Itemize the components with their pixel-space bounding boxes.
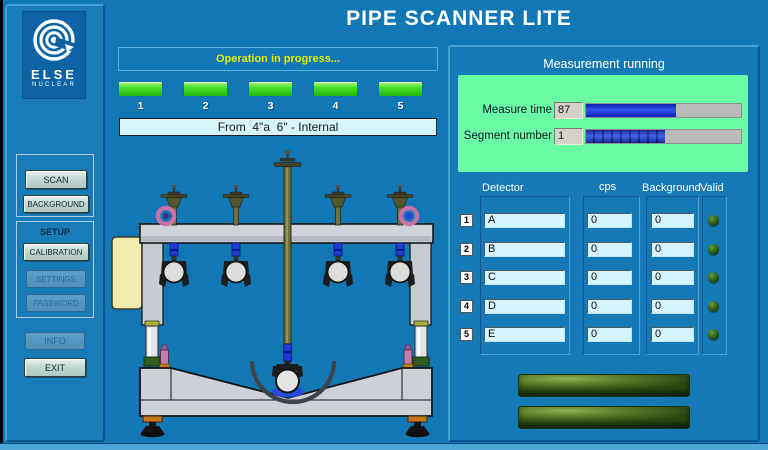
indicator-bar-1 bbox=[518, 374, 690, 397]
cps-value: 0 bbox=[587, 242, 632, 257]
measurement-status-box: Measure time 87 Segment number 1 bbox=[458, 75, 748, 172]
segment-number-label: 5 bbox=[397, 100, 404, 112]
machine-eye-rings bbox=[155, 205, 420, 227]
background-value: 0 bbox=[651, 299, 694, 314]
valid-led-icon bbox=[708, 301, 719, 312]
segment-number-progressbar bbox=[585, 129, 742, 144]
calibration-button[interactable]: CALIBRATION bbox=[23, 243, 89, 261]
range-display: From 4"a 6" - Internal bbox=[119, 118, 437, 136]
valid-led-icon bbox=[708, 215, 719, 226]
exit-button[interactable]: EXIT bbox=[24, 358, 86, 377]
detector-row-number: 5 bbox=[460, 328, 473, 341]
segment-number-progress-fill bbox=[586, 130, 666, 143]
detector-row-number: 1 bbox=[460, 214, 473, 227]
valid-led-icon bbox=[708, 244, 719, 255]
cps-value: 0 bbox=[587, 327, 632, 342]
valid-led-icon bbox=[708, 272, 719, 283]
logo-subtext: NUCLEAR bbox=[31, 82, 77, 88]
cps-value: 0 bbox=[587, 213, 632, 228]
valid-led-icon bbox=[708, 329, 719, 340]
password-button[interactable]: PASSWORD bbox=[26, 294, 86, 312]
page-title: PIPE SCANNER LITE bbox=[346, 7, 572, 30]
measure-time-progressbar bbox=[585, 103, 742, 118]
detector-row-number: 3 bbox=[460, 271, 473, 284]
background-column-header: Background bbox=[642, 182, 701, 194]
machine-center-detector bbox=[249, 360, 337, 405]
status-message-box: Operation in progress... bbox=[118, 47, 438, 71]
window-bottom-strip bbox=[0, 443, 768, 450]
measurement-panel: Measurement running Measure time 87 Segm… bbox=[448, 45, 760, 442]
machine-side-box bbox=[111, 236, 143, 310]
segment-led-icon-1 bbox=[118, 81, 163, 97]
machine-center-stem bbox=[273, 150, 302, 367]
segment-number-value: 1 bbox=[554, 128, 583, 145]
background-column-frame bbox=[646, 196, 699, 355]
segment-number-label: 1 bbox=[137, 100, 144, 112]
background-button[interactable]: BACKGROUND bbox=[23, 195, 89, 213]
segment-number-label: 2 bbox=[202, 100, 209, 112]
window-left-edge bbox=[0, 0, 3, 443]
valid-column-header: Valid bbox=[700, 182, 724, 194]
valid-column-frame bbox=[702, 196, 727, 355]
measurement-panel-title: Measurement running bbox=[543, 57, 665, 71]
cps-column-header: cps bbox=[599, 181, 617, 193]
segment-number-label: 3 bbox=[267, 100, 274, 112]
pipe-scanner-diagram bbox=[111, 150, 434, 438]
segment-led-icon-2 bbox=[183, 81, 228, 97]
measure-time-value: 87 bbox=[554, 102, 583, 119]
logo-text: ELSE bbox=[31, 67, 77, 82]
indicator-bar-2 bbox=[518, 406, 690, 429]
background-value: 0 bbox=[651, 327, 694, 342]
scan-group-box: SCAN BACKGROUND bbox=[16, 154, 94, 217]
measure-time-label: Measure time bbox=[482, 104, 552, 116]
segment-led-icon-3 bbox=[248, 81, 293, 97]
logo: ELSE NUCLEAR bbox=[22, 11, 86, 99]
settings-button[interactable]: SETTINGS bbox=[26, 270, 86, 288]
segment-led-icon-5 bbox=[378, 81, 423, 97]
background-value: 0 bbox=[651, 213, 694, 228]
detector-name-input[interactable]: C bbox=[484, 270, 565, 285]
cps-value: 0 bbox=[587, 270, 632, 285]
machine-feet bbox=[140, 415, 430, 438]
background-value: 0 bbox=[651, 270, 694, 285]
measure-time-progress-fill bbox=[586, 104, 676, 117]
segment-number-label: 4 bbox=[332, 100, 339, 112]
detector-name-input[interactable]: D bbox=[484, 299, 565, 314]
detector-row-number: 4 bbox=[460, 300, 473, 313]
segment-led-icon-4 bbox=[313, 81, 358, 97]
scan-button[interactable]: SCAN bbox=[25, 170, 87, 189]
detector-name-input[interactable]: E bbox=[484, 327, 565, 342]
cps-value: 0 bbox=[587, 299, 632, 314]
detector-column-frame bbox=[480, 196, 570, 355]
cps-column-frame bbox=[583, 196, 640, 355]
detector-column-header: Detector bbox=[482, 182, 524, 194]
sidebar: ELSE NUCLEAR SCAN BACKGROUND SETUP CALIB… bbox=[5, 4, 105, 442]
info-button[interactable]: INFO bbox=[25, 332, 85, 350]
detector-name-input[interactable]: B bbox=[484, 242, 565, 257]
else-nuclear-logo-icon bbox=[33, 19, 77, 61]
setup-group-box: SETUP CALIBRATION SETTINGS PASSWORD bbox=[16, 221, 94, 318]
detector-name-input[interactable]: A bbox=[484, 213, 565, 228]
machine-detector-assemblies bbox=[159, 242, 415, 287]
segment-number-label: Segment number bbox=[463, 130, 552, 142]
background-value: 0 bbox=[651, 242, 694, 257]
detector-row-number: 2 bbox=[460, 243, 473, 256]
setup-group-label: SETUP bbox=[39, 227, 70, 237]
